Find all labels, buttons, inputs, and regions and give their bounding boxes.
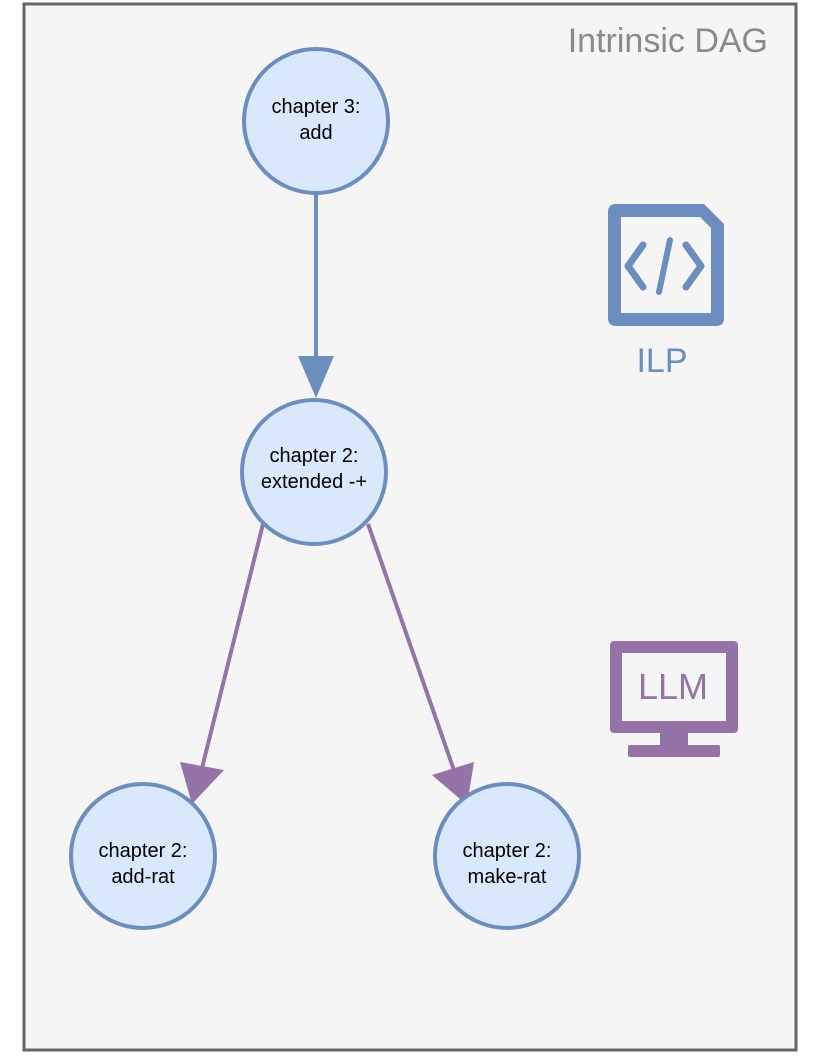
node-label-line1: chapter 3: [272, 96, 361, 118]
edge-extended-to-add-rat [180, 523, 265, 804]
node-label-line1: chapter 2: [463, 840, 552, 862]
node-label-line1: chapter 2: [270, 445, 359, 467]
node-label-line2: extended -+ [261, 471, 367, 493]
node-chapter-2-extended[interactable]: chapter 2: extended -+ [240, 398, 388, 546]
node-label-line2: add-rat [111, 866, 175, 888]
edge-extended-to-make-rat [366, 523, 474, 805]
code-file-icon [608, 204, 724, 326]
node-chapter-3-add[interactable]: chapter 3: add [242, 47, 390, 195]
llm-label: LLM [638, 666, 708, 707]
node-chapter-2-make-rat[interactable]: chapter 2: make-rat [433, 782, 581, 930]
node-label-line2: add [299, 122, 332, 144]
node-chapter-2-add-rat[interactable]: chapter 2: add-rat [69, 782, 217, 930]
monitor-icon [610, 641, 738, 757]
node-label-line2: make-rat [468, 866, 547, 888]
ilp-legend: ILP [608, 204, 724, 380]
edge-add-to-extended [298, 194, 334, 398]
ilp-label: ILP [636, 342, 687, 380]
diagram-title: Intrinsic DAG [568, 22, 768, 60]
llm-legend: LLM [610, 641, 738, 757]
node-label-line1: chapter 2: [99, 840, 188, 862]
